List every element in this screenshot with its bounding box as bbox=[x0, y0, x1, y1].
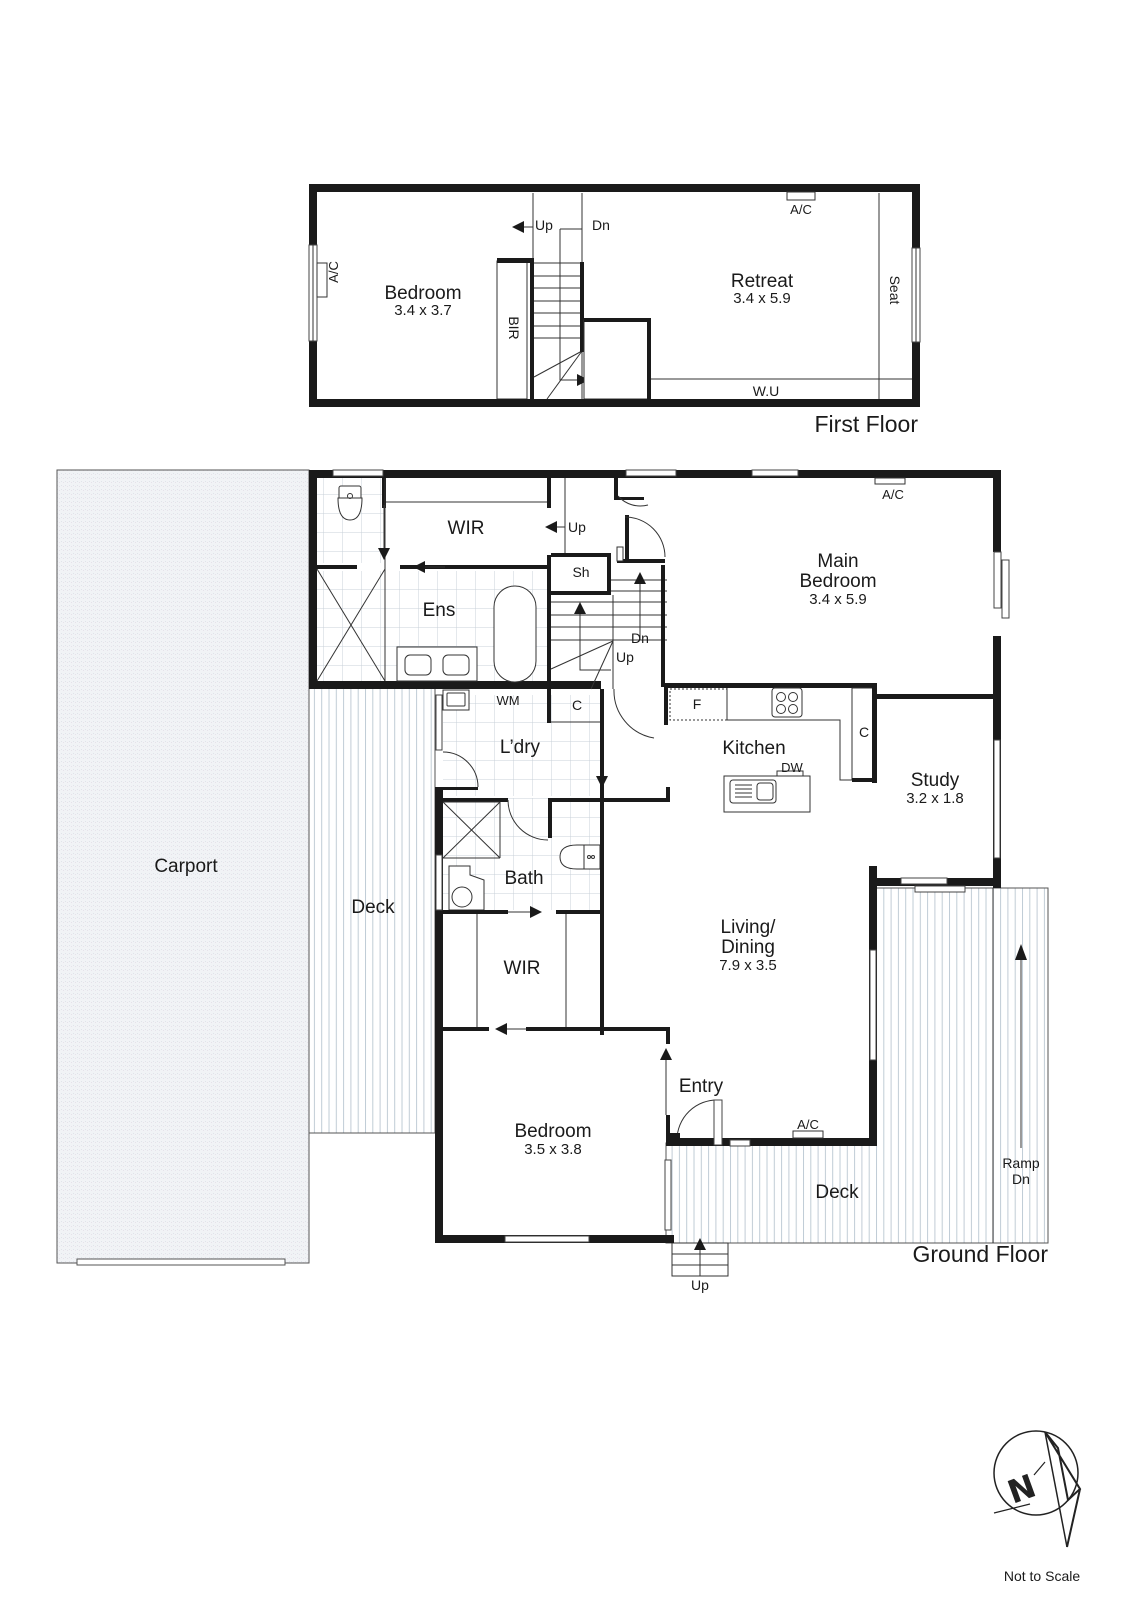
stair-up-label: Up bbox=[568, 519, 586, 535]
stair-dn-label: Dn bbox=[592, 217, 610, 233]
room-name-living-2: Dining bbox=[721, 937, 775, 958]
stair-up-label: Up bbox=[535, 217, 553, 233]
ac-label: A/C bbox=[326, 261, 341, 283]
ac-label: A/C bbox=[790, 202, 812, 217]
bathtub-icon bbox=[493, 585, 537, 683]
stair-dn-label: Dn bbox=[631, 630, 649, 646]
room-name-ensuite: Ens bbox=[423, 600, 456, 621]
room-dims-bedroom-ground: 3.5 x 3.8 bbox=[524, 1141, 582, 1158]
room-name-bedroom-first: Bedroom bbox=[384, 283, 461, 304]
wu-label: W.U bbox=[753, 383, 779, 399]
room-name-deck-left: Deck bbox=[351, 897, 395, 918]
floor-title-ground: Ground Floor bbox=[912, 1241, 1048, 1267]
room-name-carport: Carport bbox=[154, 856, 218, 877]
room-name-study: Study bbox=[911, 770, 960, 791]
room-name-deck-front: Deck bbox=[815, 1182, 859, 1203]
ramp-label-2: Dn bbox=[1012, 1171, 1030, 1187]
ac-unit bbox=[316, 262, 328, 298]
first-floor-staircase bbox=[512, 221, 589, 400]
wm-label: WM bbox=[496, 693, 519, 708]
room-name-living-1: Living/ bbox=[721, 917, 777, 938]
room-name-main-2: Bedroom bbox=[799, 571, 876, 592]
ac-unit bbox=[786, 191, 816, 201]
seat-label: Seat bbox=[887, 276, 903, 305]
floor-title-first: First Floor bbox=[815, 411, 919, 437]
room-name-wir-top: WIR bbox=[448, 518, 485, 539]
dw-label: DW bbox=[781, 760, 803, 775]
scale-note: Not to Scale bbox=[1004, 1568, 1080, 1584]
ramp-label-1: Ramp bbox=[1002, 1155, 1040, 1171]
room-name-entry: Entry bbox=[679, 1076, 724, 1097]
cupboard-label: C bbox=[572, 697, 582, 713]
toilet-bath bbox=[448, 865, 485, 911]
room-dims-retreat: 3.4 x 5.9 bbox=[733, 290, 791, 307]
room-dims-bedroom-first: 3.4 x 3.7 bbox=[394, 302, 452, 319]
room-name-bedroom-ground: Bedroom bbox=[514, 1121, 591, 1142]
compass-north-icon: N bbox=[993, 1430, 1082, 1548]
vanity-icon bbox=[396, 646, 478, 682]
room-name-shower: Sh bbox=[572, 564, 589, 580]
ground-floor: Carport Deck WIR Ens Up Sh Dn Up A/C Mai… bbox=[56, 469, 1049, 1293]
cooktop-icon bbox=[771, 687, 803, 718]
ac-label-main: A/C bbox=[882, 487, 904, 502]
room-dims-study: 3.2 x 1.8 bbox=[906, 790, 964, 807]
toilet-icon bbox=[337, 485, 363, 521]
room-dims-living: 7.9 x 3.5 bbox=[719, 957, 777, 974]
room-name-kitchen: Kitchen bbox=[722, 738, 785, 759]
ac-label-living: A/C bbox=[797, 1117, 819, 1132]
cupboard-kitchen-label: C bbox=[859, 724, 869, 740]
room-name-main-1: Main bbox=[817, 551, 858, 572]
room-dims-main: 3.4 x 5.9 bbox=[809, 591, 867, 608]
fridge-label: F bbox=[693, 696, 702, 712]
stair-up-label-2: Up bbox=[616, 649, 634, 665]
carport-area bbox=[56, 469, 310, 1264]
deck-left-area bbox=[308, 687, 436, 1134]
first-floor: A/C Bedroom 3.4 x 3.7 BIR Up Dn A/C Retr… bbox=[308, 184, 921, 437]
room-name-wir-mid: WIR bbox=[504, 958, 541, 979]
room-name-bath: Bath bbox=[504, 868, 543, 889]
front-up-label: Up bbox=[691, 1277, 709, 1293]
room-name-laundry: L’dry bbox=[500, 737, 541, 758]
basin-bath bbox=[559, 844, 601, 870]
room-name-retreat: Retreat bbox=[731, 271, 794, 292]
bir-label: BIR bbox=[506, 316, 522, 339]
kitchen-island bbox=[723, 770, 811, 813]
